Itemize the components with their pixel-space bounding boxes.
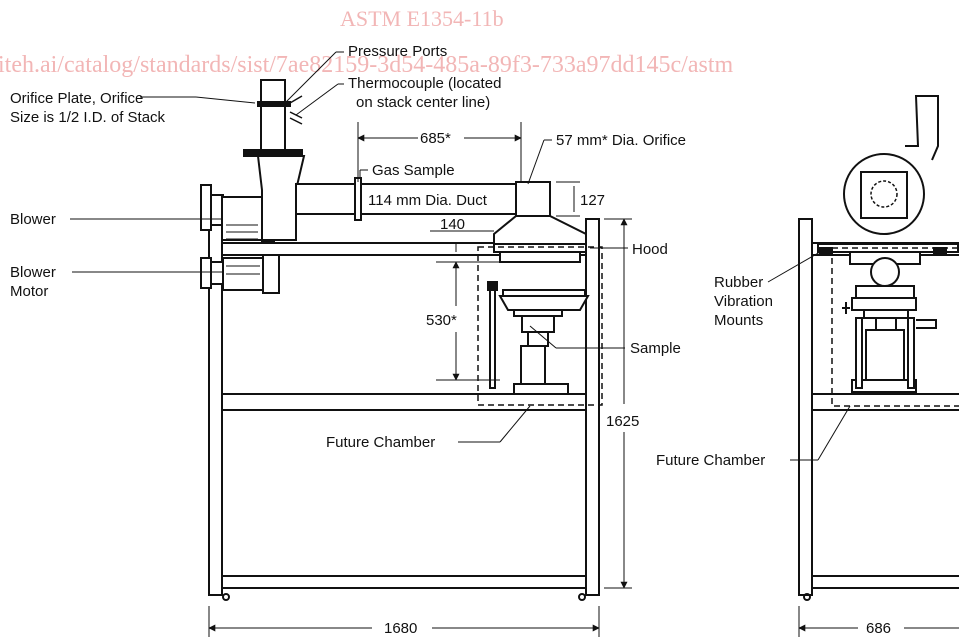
label-hood: Hood	[632, 241, 668, 258]
dim-140: 140	[440, 216, 465, 233]
label-sample: Sample	[630, 340, 681, 357]
label-57mm-orifice: 57 mm* Dia. Orifice	[556, 132, 686, 149]
exhaust-stack	[243, 79, 306, 241]
label-rubber-1: Rubber	[714, 274, 763, 291]
dim-1680: 1680	[384, 620, 417, 637]
future-chamber-front	[477, 246, 603, 406]
label-thermocouple-1: Thermocouple (located	[348, 75, 501, 92]
label-thermocouple-2: on stack center line)	[356, 94, 490, 111]
label-blower-motor-1: Blower	[10, 264, 56, 281]
dim-530: 530*	[426, 312, 457, 329]
dim-686: 686	[866, 620, 891, 637]
dim-127: 127	[580, 192, 605, 209]
hood	[493, 215, 587, 263]
watermark-url: iteh.ai/catalog/standards/sist/7ae82159-…	[0, 52, 733, 78]
exhaust-duct	[295, 177, 551, 221]
label-blower-motor-2: Motor	[10, 283, 48, 300]
side-frame	[798, 218, 959, 601]
label-rubber-2: Vibration	[714, 293, 773, 310]
dim-1625: 1625	[606, 413, 639, 430]
label-duct-114: 114 mm Dia. Duct	[368, 192, 488, 209]
label-future-chamber-side: Future Chamber	[656, 452, 765, 469]
label-rubber-3: Mounts	[714, 312, 763, 329]
dim-685: 685*	[420, 130, 451, 147]
future-chamber-side	[831, 247, 959, 407]
label-future-chamber-front: Future Chamber	[326, 434, 435, 451]
sample-holder-front	[487, 281, 590, 395]
blower-motor	[200, 254, 280, 294]
side-hood-and-sample	[817, 243, 959, 393]
watermark-title: ASTM E1354-11b	[340, 6, 504, 31]
label-orifice-plate-2: Size is 1/2 I.D. of Stack	[10, 109, 166, 126]
side-blower	[843, 95, 939, 235]
label-orifice-plate-1: Orifice Plate, Orifice	[10, 90, 143, 107]
label-pressure-ports: Pressure Ports	[348, 43, 447, 60]
label-gas-sample: Gas Sample	[372, 162, 455, 179]
label-blower: Blower	[10, 211, 56, 228]
